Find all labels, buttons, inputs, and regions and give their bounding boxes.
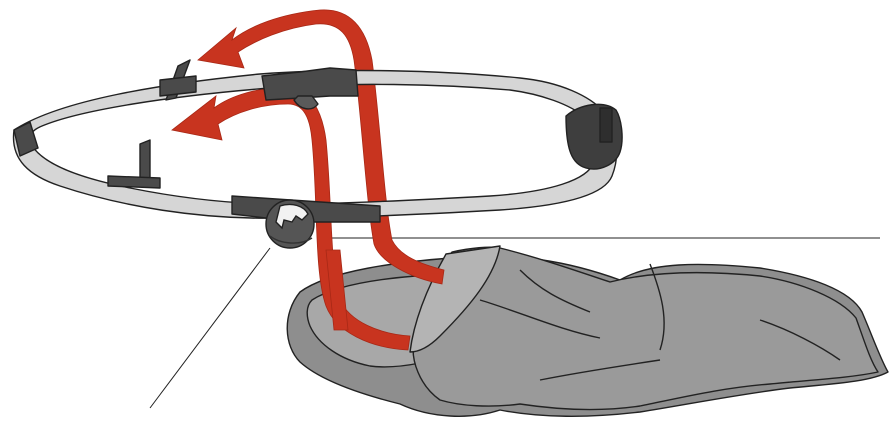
strap-clip-lower: [108, 176, 160, 188]
strap-clip-left: [160, 76, 196, 96]
right-buckle-tab: [600, 108, 612, 142]
right-buckle: [566, 104, 622, 169]
hub-joint: [266, 200, 314, 248]
callout-line-left: [150, 248, 270, 408]
rear-knob: [294, 96, 318, 109]
